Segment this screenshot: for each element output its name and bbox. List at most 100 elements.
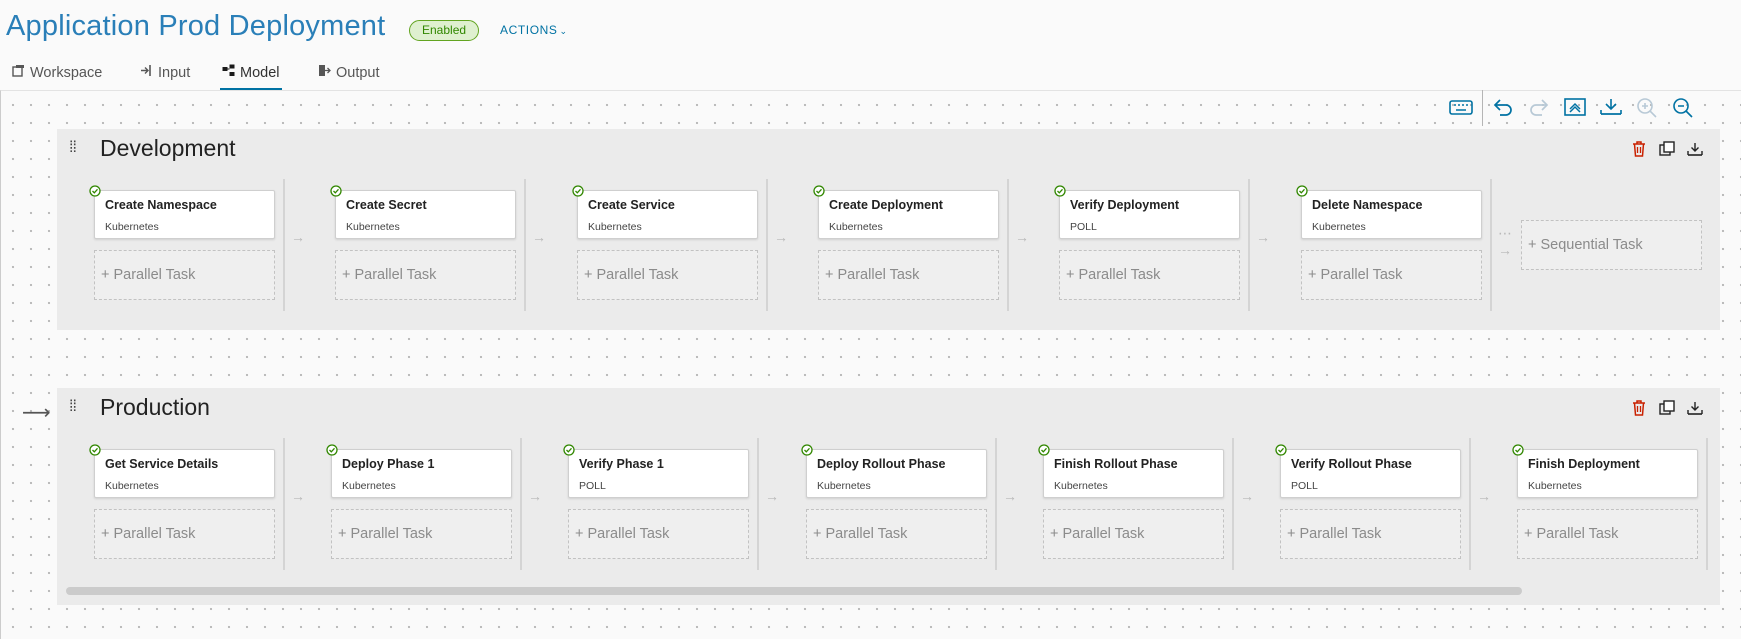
check-circle-icon [1275,444,1287,456]
task-card[interactable]: Verify Phase 1 POLL [563,444,749,498]
add-parallel-task-button[interactable]: + Parallel Task [94,509,275,559]
keyboard-icon[interactable] [1448,96,1474,120]
task-card[interactable]: Verify Deployment POLL [1054,185,1240,239]
add-parallel-task-button[interactable]: + Parallel Task [94,250,275,300]
export-icon[interactable] [1686,399,1706,419]
task-type: POLL [1291,480,1318,492]
add-parallel-task-button[interactable]: + Parallel Task [806,509,987,559]
arrow-right-icon: → [1015,229,1029,245]
add-parallel-task-button[interactable]: + Parallel Task [331,509,512,559]
column-divider [524,179,526,311]
arrow-right-icon: → [765,488,779,504]
column-divider [1706,438,1708,570]
add-parallel-task-button[interactable]: + Parallel Task [577,250,758,300]
arrow-right-icon: → [532,229,546,245]
input-icon [140,60,153,86]
tab-model[interactable]: Model [220,60,282,90]
zoom-out-icon[interactable] [1670,96,1696,120]
add-parallel-task-button[interactable]: + Parallel Task [1043,509,1224,559]
tab-input[interactable]: Input [138,60,192,90]
arrow-right-icon: → [1477,488,1491,504]
stage-development[interactable]: ⁞⁞ Development Create Namespace Kubernet… [57,129,1720,330]
column-divider [520,438,522,570]
task-name: Verify Phase 1 [579,457,664,471]
task-type: Kubernetes [817,480,871,492]
zoom-in-icon[interactable] [1634,96,1660,120]
task-name: Deploy Phase 1 [342,457,435,471]
task-card[interactable]: Create Namespace Kubernetes [89,185,275,239]
column-divider [1007,179,1009,311]
task-name: Create Secret [346,198,427,212]
tab-output-label: Output [336,65,380,81]
undo-icon[interactable] [1490,96,1516,120]
task-name: Deploy Rollout Phase [817,457,946,471]
drag-handle-icon[interactable]: ⁞⁞ [69,139,77,156]
task-card[interactable]: Create Secret Kubernetes [330,185,516,239]
horizontal-scrollbar[interactable] [66,587,1522,595]
stage-title: Development [100,135,236,161]
output-icon [318,60,331,86]
task-type: Kubernetes [105,480,159,492]
drag-handle-icon[interactable]: ⁞⁞ [69,398,77,415]
task-type: Kubernetes [346,221,400,233]
duplicate-icon[interactable] [1658,140,1678,160]
task-name: Finish Deployment [1528,457,1640,471]
task-type: Kubernetes [342,480,396,492]
add-parallel-task-button[interactable]: + Parallel Task [818,250,999,300]
task-card[interactable]: Verify Rollout Phase POLL [1275,444,1461,498]
export-icon[interactable] [1686,140,1706,160]
task-type: Kubernetes [1528,480,1582,492]
check-circle-icon [326,444,338,456]
duplicate-icon[interactable] [1658,399,1678,419]
arrow-right-icon: → [1256,229,1270,245]
check-circle-icon [1512,444,1524,456]
column-divider [1248,179,1250,311]
tab-workspace-label: Workspace [30,65,103,81]
task-card[interactable]: Deploy Rollout Phase Kubernetes [801,444,987,498]
check-circle-icon [89,185,101,197]
column-divider [283,179,285,311]
column-divider [1232,438,1234,570]
page-header: Application Prod Deployment Enabled ACTI… [0,0,1741,90]
check-circle-icon [801,444,813,456]
add-sequential-task-button[interactable]: + Sequential Task [1521,220,1702,270]
task-card[interactable]: Deploy Phase 1 Kubernetes [326,444,512,498]
status-badge: Enabled [409,20,480,41]
check-circle-icon [1054,185,1066,197]
task-name: Delete Namespace [1312,198,1423,212]
column-divider [766,179,768,311]
column-divider [995,438,997,570]
delete-icon[interactable] [1630,140,1650,160]
add-parallel-task-button[interactable]: + Parallel Task [1280,509,1461,559]
add-parallel-task-button[interactable]: + Parallel Task [1059,250,1240,300]
add-parallel-task-button[interactable]: + Parallel Task [568,509,749,559]
toolbar-divider [1482,90,1483,126]
tab-bar: Workspace Input Model Output [0,60,1741,90]
tab-workspace[interactable]: Workspace [10,60,104,90]
task-card[interactable]: Delete Namespace Kubernetes [1296,185,1482,239]
task-type: Kubernetes [588,221,642,233]
delete-icon[interactable] [1630,399,1650,419]
column-divider [757,438,759,570]
stage-actions [1630,140,1720,160]
stage-production[interactable]: ⁞⁞ Production Get Service Details Kubern… [57,388,1720,605]
collapse-all-icon[interactable] [1562,96,1588,120]
task-card[interactable]: Get Service Details Kubernetes [89,444,275,498]
actions-menu-button[interactable]: ACTIONS⌄ [500,23,568,37]
task-card[interactable]: Create Service Kubernetes [572,185,758,239]
task-card[interactable]: Finish Rollout Phase Kubernetes [1038,444,1224,498]
check-circle-icon [1038,444,1050,456]
add-parallel-task-button[interactable]: + Parallel Task [335,250,516,300]
check-circle-icon [572,185,584,197]
task-card[interactable]: Create Deployment Kubernetes [813,185,999,239]
task-name: Finish Rollout Phase [1054,457,1178,471]
add-parallel-task-button[interactable]: + Parallel Task [1301,250,1482,300]
task-name: Create Service [588,198,675,212]
task-type: Kubernetes [1054,480,1108,492]
redo-icon[interactable] [1526,96,1552,120]
add-parallel-task-button[interactable]: + Parallel Task [1517,509,1698,559]
expand-all-icon[interactable] [1598,96,1624,120]
task-card[interactable]: Finish Deployment Kubernetes [1512,444,1698,498]
column-divider [1490,179,1492,311]
tab-output[interactable]: Output [316,60,382,90]
